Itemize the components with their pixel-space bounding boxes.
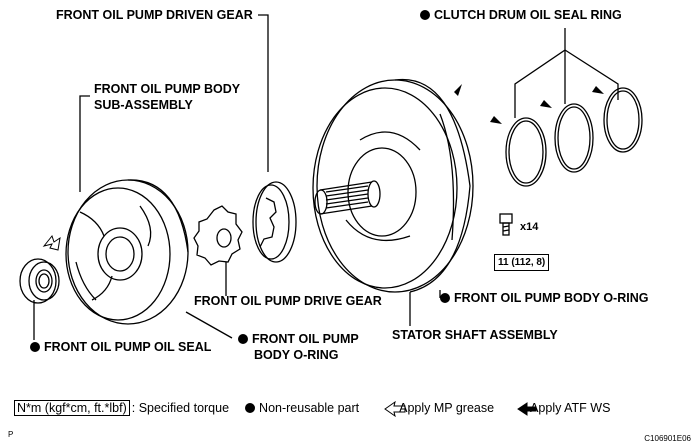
label-drive-gear: FRONT OIL PUMP DRIVE GEAR [194, 294, 382, 308]
front-oil-pump-oil-seal [19, 258, 60, 304]
label-stator-shaft: STATOR SHAFT ASSEMBLY [392, 328, 558, 342]
corner-right-code: C106901E06 [644, 434, 691, 443]
legend-mp-grease: Apply MP grease [399, 401, 495, 415]
label-seal-ring-text: CLUTCH DRUM OIL SEAL RING [434, 8, 622, 22]
legend-non-reusable: Non-reusable part [259, 401, 360, 415]
clutch-drum-oil-seal-rings [505, 87, 643, 187]
legend-torque-desc: : Specified torque [131, 401, 230, 415]
non-reusable-dot-icon [30, 342, 40, 352]
label-driven-gear: FRONT OIL PUMP DRIVEN GEAR [56, 8, 253, 22]
stator-shaft-assembly [312, 78, 474, 293]
leader-ring-1 [514, 28, 566, 118]
label-oring-left-line1-text: FRONT OIL PUMP [252, 332, 359, 346]
front-oil-pump-drive-gear [193, 205, 243, 266]
non-reusable-dot-icon [238, 334, 248, 344]
non-reusable-dot-icon [420, 10, 430, 20]
legend-mp-grease-icon [384, 400, 406, 418]
label-oring-right: FRONT OIL PUMP BODY O-RING [440, 291, 648, 305]
legend-atf-ws: Apply ATF WS [530, 401, 611, 415]
leader-ring-3 [564, 49, 619, 100]
leader-oring-left [185, 311, 233, 339]
legend-atf-arrow-icon [517, 402, 537, 416]
legend: N*m (kgf*cm, ft.*lbf) : Specified torque… [14, 400, 610, 416]
corner-left-code: P [8, 430, 14, 439]
front-oil-pump-driven-gear [252, 181, 297, 263]
legend-torque-unit: N*m (kgf*cm, ft.*lbf) [14, 400, 130, 416]
front-oil-pump-body [65, 179, 189, 325]
label-body-sub-line1: FRONT OIL PUMP BODY [94, 82, 241, 96]
label-body-sub-line2: SUB-ASSEMBLY [94, 98, 193, 112]
atf-ws-arrows [454, 84, 604, 124]
legend-icons [384, 400, 537, 418]
mp-grease-arrow [42, 234, 61, 251]
label-oil-seal: FRONT OIL PUMP OIL SEAL [30, 340, 211, 354]
label-oring-left-line2: BODY O-RING [254, 348, 339, 362]
label-oring-left-line1: FRONT OIL PUMP [238, 332, 359, 346]
bolt-torque: 11 (112, 8) [494, 254, 550, 271]
bolt-count: x14 [520, 221, 539, 233]
label-seal-ring: CLUTCH DRUM OIL SEAL RING [420, 8, 622, 22]
bolt [499, 213, 513, 236]
legend-dot-icon [245, 403, 256, 413]
leader-driven-gear [258, 14, 269, 172]
label-oring-right-text: FRONT OIL PUMP BODY O-RING [454, 291, 649, 305]
label-oil-seal-text: FRONT OIL PUMP OIL SEAL [44, 340, 212, 354]
non-reusable-dot-icon [440, 293, 450, 303]
leader-body-sub [79, 95, 90, 192]
